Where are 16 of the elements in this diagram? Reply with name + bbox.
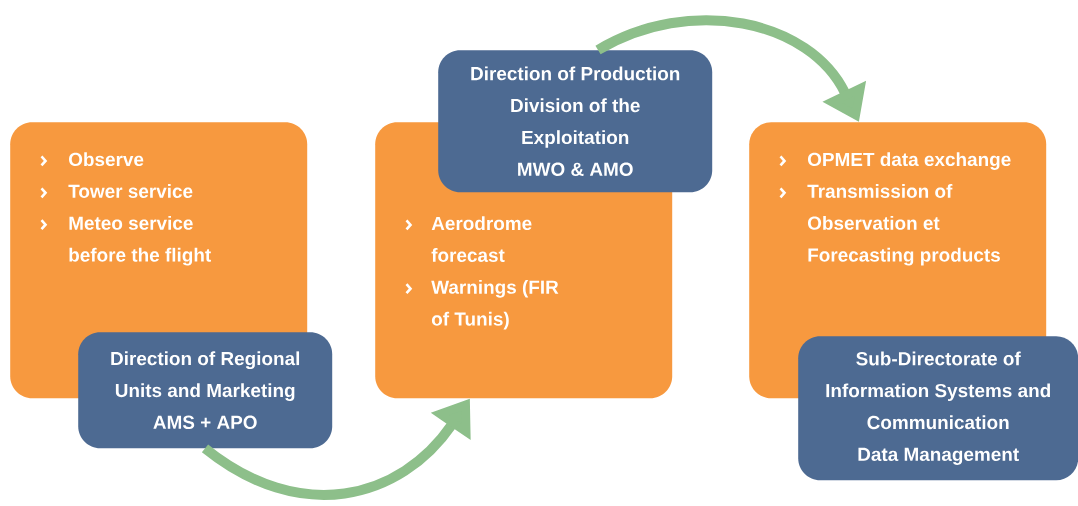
heading-text: MWO & AMO (518, 162, 633, 176)
heading-text: Data Management (858, 447, 1019, 465)
list-item: Tower service (68, 184, 193, 198)
heading-text: Direction of Regional Units and Marketing (111, 351, 300, 401)
heading-text: Direction of Production Division of the Exploitation (471, 66, 680, 148)
heading-text: Sub-Directorate of Information Systems and Communication (826, 351, 1050, 430)
list-item: Warnings (FIR of Tunis) (431, 279, 559, 330)
title-box (78, 332, 333, 449)
list-item: Observe (69, 152, 144, 167)
title-box (798, 336, 1078, 481)
list-item: Meteo service before the flight (69, 215, 211, 266)
heading-text: AMS + APO (153, 415, 257, 429)
list-item: Transmission of Observation et Forecasting products (807, 184, 1000, 266)
list-item: Aerodrome forecast (431, 216, 532, 262)
title-box (438, 50, 713, 193)
list-item: OPMET data exchange (808, 152, 1011, 170)
